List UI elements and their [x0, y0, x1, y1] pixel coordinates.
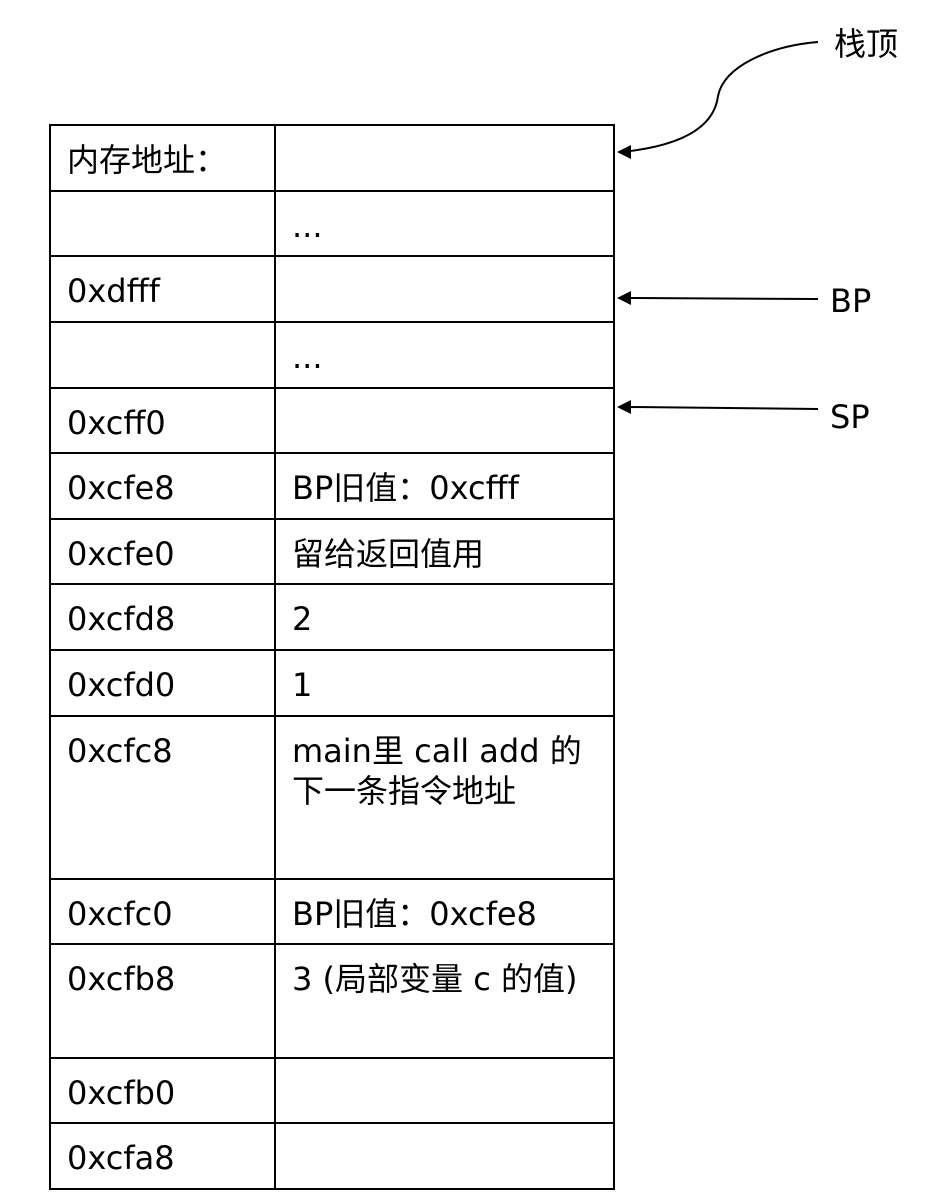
address-cell: 0xcfb8	[49, 943, 276, 1059]
value-cell	[274, 124, 615, 192]
address-cell: 内存地址：	[49, 124, 276, 192]
address-cell: 0xcfc0	[49, 878, 276, 945]
value-cell	[274, 1057, 615, 1124]
stack-top-label: 栈顶	[834, 25, 899, 63]
address-cell: 0xcfe0	[49, 518, 276, 585]
table-row: 0xcfc0 BP旧值：0xcfe8	[49, 878, 615, 945]
value-cell	[274, 387, 615, 454]
value-cell: 1	[274, 649, 615, 717]
table-row: 0xcfb0	[49, 1057, 615, 1124]
table-row: 0xcfc8 main里 call add 的下一条指令地址	[49, 715, 615, 880]
value-cell	[274, 1122, 615, 1190]
value-cell: 2	[274, 583, 615, 651]
table-row: 0xcfb8 3 (局部变量 c 的值)	[49, 943, 615, 1059]
sp-label: SP	[830, 398, 870, 436]
table-row: 0xcfd0 1	[49, 649, 615, 717]
table-row: 0xdfff	[49, 255, 615, 323]
value-cell: main里 call add 的下一条指令地址	[274, 715, 615, 880]
address-cell: 0xdfff	[49, 255, 276, 323]
table-row: 0xcfe8 BP旧值：0xcfff	[49, 452, 615, 520]
address-cell: 0xcfb0	[49, 1057, 276, 1124]
stack-top-arrowhead	[617, 145, 631, 159]
sp-arrow	[629, 406, 819, 410]
address-cell: 0xcfe8	[49, 452, 276, 520]
value-cell: ...	[274, 321, 615, 389]
address-cell: 0xcfd0	[49, 649, 276, 717]
address-cell: 0xcfa8	[49, 1122, 276, 1190]
value-cell: 3 (局部变量 c 的值)	[274, 943, 615, 1059]
table-row: 0xcff0	[49, 387, 615, 454]
bp-arrowhead	[617, 291, 631, 305]
sp-arrowhead	[617, 400, 631, 414]
value-cell	[274, 255, 615, 323]
address-cell: 0xcfc8	[49, 715, 276, 880]
address-cell: 0xcff0	[49, 387, 276, 454]
table-row: ...	[49, 190, 615, 257]
value-cell: 留给返回值用	[274, 518, 615, 585]
value-cell: ...	[274, 190, 615, 257]
bp-arrow	[629, 297, 819, 300]
address-cell: 0xcfd8	[49, 583, 276, 651]
table-row: 0xcfa8	[49, 1122, 615, 1190]
value-cell: BP旧值：0xcfe8	[274, 878, 615, 945]
table-row: 0xcfe0 留给返回值用	[49, 518, 615, 585]
stack-top-arrow	[621, 41, 819, 153]
table-row: ...	[49, 321, 615, 389]
address-cell	[49, 190, 276, 257]
table-row: 0xcfd8 2	[49, 583, 615, 651]
stack-memory-table: 内存地址： ... 0xdfff ... 0xcff0 0xcfe8 BP旧值：…	[49, 124, 615, 1190]
value-cell: BP旧值：0xcfff	[274, 452, 615, 520]
table-row: 内存地址：	[49, 124, 615, 192]
bp-label: BP	[830, 282, 872, 320]
address-cell	[49, 321, 276, 389]
